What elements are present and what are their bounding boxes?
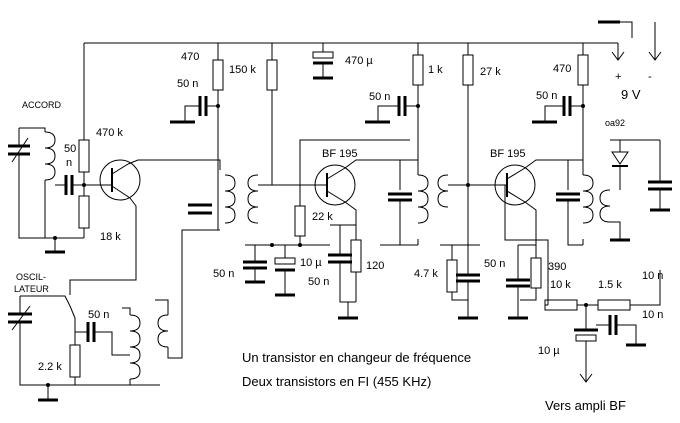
label-r-1k5: 1.5 k [598, 279, 622, 291]
label-t1: BF 195 [322, 148, 357, 160]
c-50n-b [365, 96, 418, 124]
c-50n-d [328, 253, 358, 320]
if1-tank [188, 174, 259, 224]
caption-line-2: Deux transistors en FI (455 KHz) [242, 374, 431, 389]
r-22k [245, 185, 330, 247]
label-c-10u-a: 10 µ [300, 257, 322, 269]
caption-line-1: Un transistor en changeur de fréquence [242, 350, 471, 365]
r-390 [518, 240, 542, 301]
label-c-10n-b: 10 n [642, 309, 663, 321]
label-c-50n-c: 50 n [536, 90, 557, 102]
if3-tank [556, 160, 630, 246]
c-10n-a [648, 140, 672, 212]
label-c-50n-f: 50 n [484, 258, 505, 270]
r-470-b [577, 43, 589, 160]
r-150k [258, 43, 410, 186]
label-c-50n-a: 50 n [177, 78, 198, 90]
label-diode: oa92 [605, 118, 625, 128]
label-r-27k: 27 k [480, 66, 501, 78]
positive-rail [83, 42, 618, 140]
label-c-n: n [66, 157, 72, 169]
label-r-4k7: 4.7 k [414, 268, 438, 280]
c-470u [312, 43, 334, 80]
label-plus: + [615, 71, 621, 83]
c-10n-b [596, 315, 646, 347]
label-c-50n-e: 50 n [213, 268, 234, 280]
c-50n-f [456, 245, 480, 320]
output-filter [504, 185, 661, 330]
label-r-1k: 1 k [428, 64, 443, 76]
r-2k2 [38, 305, 81, 402]
c-50n-emitter [243, 245, 267, 284]
if2-transistor [480, 159, 583, 240]
tuning-capacitor [8, 128, 55, 239]
coupling-cap-50n [55, 175, 100, 195]
if2-tank-a [380, 159, 449, 246]
c-10u-a [274, 245, 296, 297]
label-9v: 9 V [621, 87, 641, 102]
if1-transistor [300, 159, 410, 225]
label-c-50n-osc: 50 n [88, 309, 109, 321]
oscillator-capacitor [8, 295, 160, 386]
c-50n-c [532, 96, 583, 124]
label-r-2k2: 2.2 k [38, 361, 62, 373]
label-oscil-2: LATEUR [14, 284, 49, 294]
r-4k7 [440, 244, 480, 301]
r-1k [412, 43, 424, 160]
label-r-390: 390 [548, 261, 566, 273]
c-50n-a [170, 96, 218, 124]
label-r-470-a: 470 [181, 51, 199, 63]
r-470-a [212, 43, 224, 230]
label-t2: BF 195 [490, 148, 525, 160]
mixer-transistor [69, 159, 221, 295]
label-c-10u-b: 10 µ [538, 345, 560, 357]
label-r-150k: 150 k [229, 64, 256, 76]
label-r-10k: 10 k [550, 279, 571, 291]
label-c-470u: 470 µ [345, 55, 373, 67]
r-470k [78, 139, 90, 185]
osc-coils [122, 229, 220, 385]
tuning-coil [19, 127, 56, 238]
label-minus: - [648, 71, 652, 83]
r-120 [330, 224, 362, 302]
label-accord: ACCORD [22, 100, 62, 110]
c-10u-b [574, 328, 598, 383]
label-r-120: 120 [366, 260, 384, 272]
label-c-10n-a: 10 n [642, 270, 663, 282]
osc-cap-50n [75, 322, 130, 356]
output-label: Vers ampli BF [545, 398, 626, 413]
label-oscil-1: OSCIL- [16, 272, 46, 282]
label-c-50n-d: 50 n [308, 276, 329, 288]
label-r-470-b: 470 [553, 63, 571, 75]
label-r-470k: 470 k [96, 127, 123, 139]
label-r-22k: 22 k [312, 211, 333, 223]
label-c-50n-b: 50 n [369, 91, 390, 103]
label-c-50: 50 [64, 143, 76, 155]
label-r-18k: 18 k [100, 231, 121, 243]
battery-wires [598, 20, 662, 61]
c-50n-g [506, 245, 530, 320]
r-18k [45, 185, 90, 254]
detector-diode [610, 139, 660, 190]
